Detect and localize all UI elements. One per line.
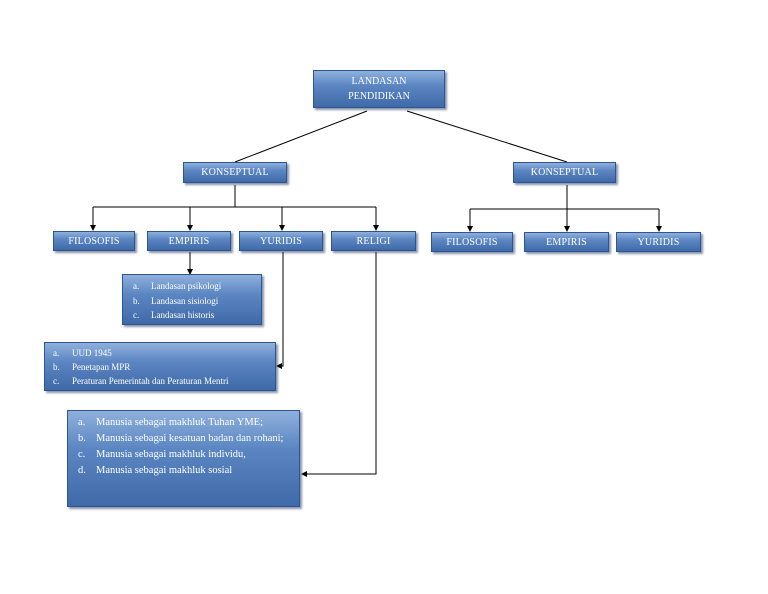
yuridis-right-node: YURIDIS	[616, 232, 701, 252]
list-item: d. Manusia sebagai makhluk sosial	[78, 463, 289, 479]
list-item-text: Manusia sebagai kesatuan badan dan rohan…	[96, 433, 284, 444]
yuridis-to-list	[276, 252, 284, 369]
list-item-text: UUD 1945	[72, 348, 112, 358]
list-marker: d.	[78, 465, 86, 476]
list-marker: c.	[133, 310, 140, 320]
root-to-left-line	[234, 110, 368, 163]
religi-left-node: RELIGI	[331, 231, 416, 251]
list-marker: b.	[133, 295, 140, 306]
root-line2: PENDIDIKAN	[348, 91, 410, 102]
list-item-text: Manusia sebagai makhluk individu,	[96, 449, 246, 460]
religi-list: a. Manusia sebagai makhluk Tuhan YME; b. M…	[67, 410, 300, 507]
konseptual-left-node: KONSEPTUAL	[183, 162, 287, 183]
root-to-right-line	[406, 110, 568, 163]
list-item: b. Penetapan MPR	[53, 360, 269, 374]
filosofis-right-node: FILOSOFIS	[431, 232, 513, 252]
filosofis-left-node: FILOSOFIS	[53, 231, 135, 251]
list-marker: b.	[78, 433, 86, 444]
list-marker: a.	[78, 417, 86, 428]
empiris-left-node: EMPIRIS	[147, 231, 231, 251]
konseptual-right-node: KONSEPTUAL	[513, 162, 616, 183]
list-item-text: Peraturan Pemerintah dan Peraturan Mentr…	[72, 376, 229, 386]
yuridis-list: a. UUD 1945 b. Penetapan MPR c. Peraturan P…	[44, 342, 276, 391]
list-item: b. Manusia sebagai kesatuan badan dan roh…	[78, 431, 289, 447]
list-marker: b.	[53, 362, 60, 372]
list-item-text: Penetapan MPR	[72, 362, 131, 372]
root-line1: LANDASAN	[351, 76, 407, 87]
list-marker: c.	[78, 449, 86, 460]
list-item-text: Landasan psikologi	[151, 281, 222, 291]
list-item: c. Landasan historis	[133, 308, 253, 323]
list-item-text: Landasan sisiologi	[151, 295, 219, 306]
list-marker: a.	[133, 281, 140, 291]
list-marker: c.	[53, 376, 60, 386]
list-item: b. Landasan sisiologi	[133, 294, 253, 309]
yuridis-left-node: YURIDIS	[239, 231, 323, 251]
list-item: a. UUD 1945	[53, 346, 269, 360]
list-item: a. Landasan psikologi	[133, 279, 253, 294]
list-item: c. Manusia sebagai makhluk individu,	[78, 447, 289, 463]
empiris-list: a. Landasan psikologi b. Landasan sisiolog…	[122, 274, 262, 325]
list-item: a. Manusia sebagai makhluk Tuhan YME;	[78, 415, 289, 431]
religi-to-list	[301, 252, 377, 477]
list-item-text: Landasan historis	[151, 310, 215, 320]
list-item-text: Manusia sebagai makhluk Tuhan YME;	[96, 417, 264, 428]
list-item-text: Manusia sebagai makhluk sosial	[96, 465, 233, 476]
list-marker: a.	[53, 348, 60, 358]
list-item: c. Peraturan Pemerintah dan Peraturan Men…	[53, 374, 269, 388]
empiris-right-node: EMPIRIS	[524, 232, 609, 252]
root-node: LANDASAN PENDIDIKAN	[313, 70, 445, 108]
